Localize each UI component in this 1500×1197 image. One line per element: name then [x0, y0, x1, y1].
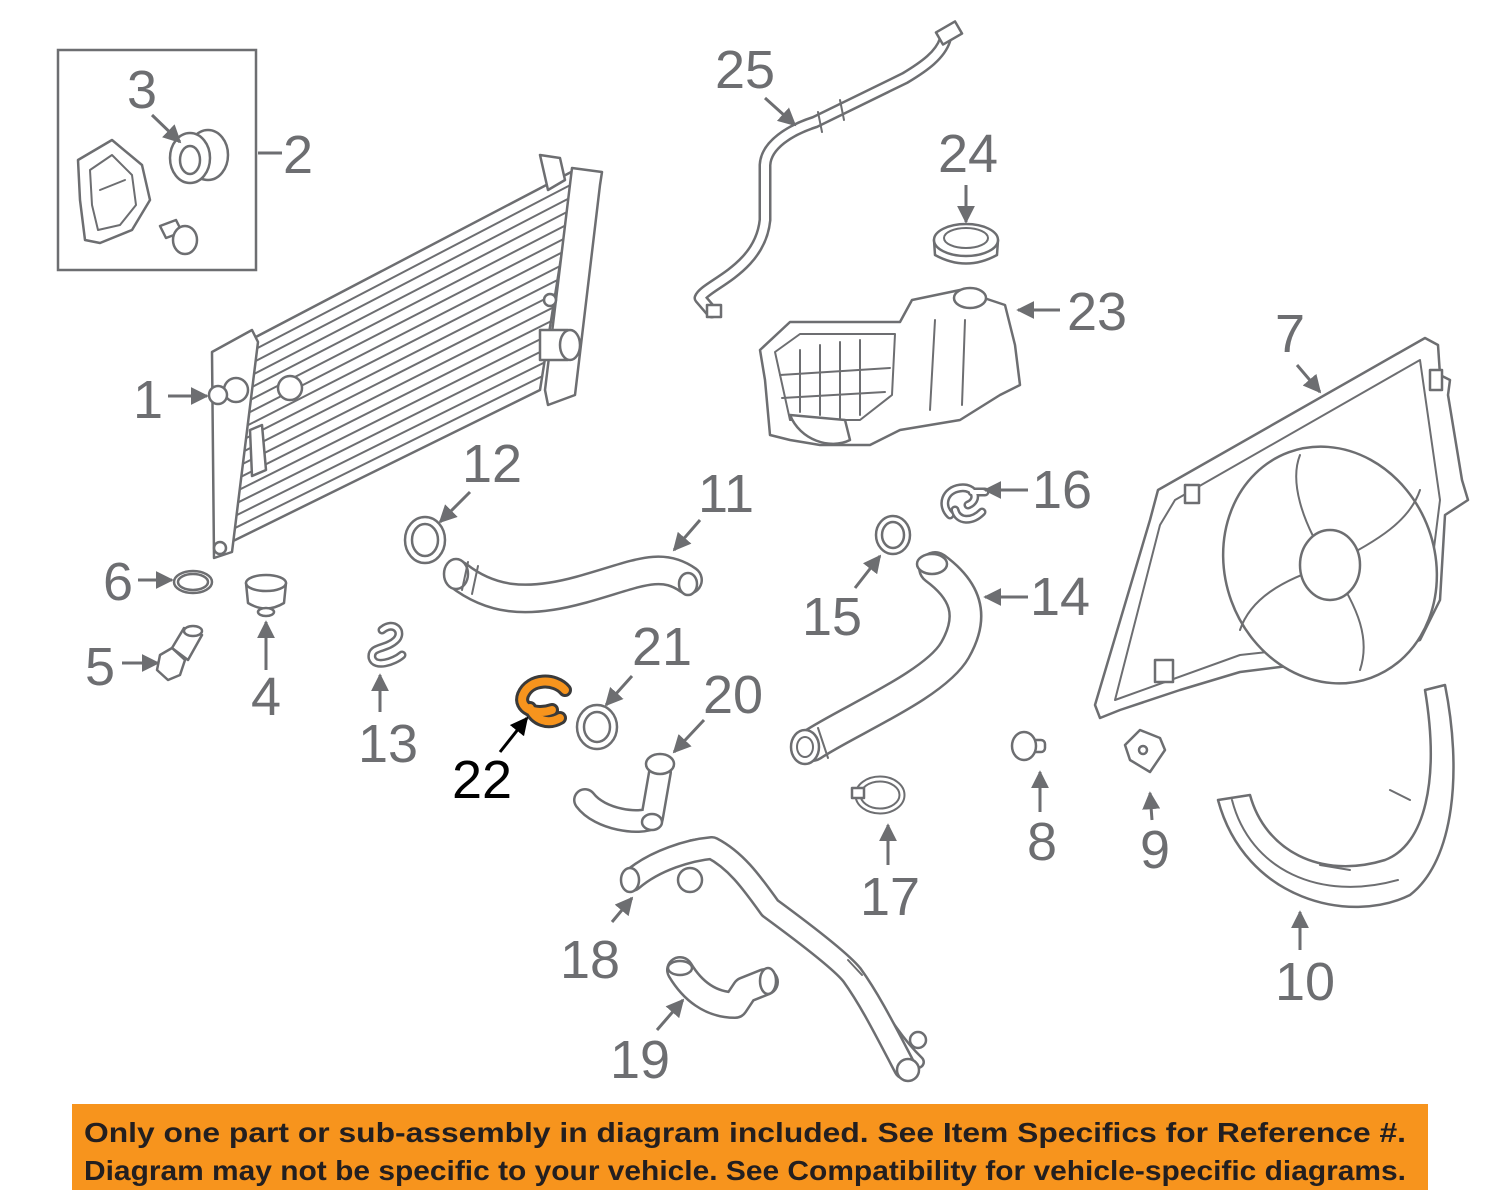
arrow-25 — [763, 96, 797, 127]
arrow-20 — [672, 718, 706, 754]
arrow-22 — [498, 716, 529, 753]
radiator-fin — [236, 279, 559, 444]
callout-8[interactable]: 8 — [1027, 812, 1057, 872]
banner-line-1: Only one part or sub-assembly in diagram… — [84, 1117, 1406, 1148]
tube-assembly-part-18[interactable] — [619, 836, 928, 1083]
callout-6[interactable]: 6 — [103, 552, 133, 612]
radiator-fin — [227, 361, 546, 521]
callout-20[interactable]: 20 — [703, 665, 763, 725]
drain-cap-part-4[interactable] — [244, 573, 288, 618]
callout-3[interactable]: 3 — [127, 60, 157, 120]
fan-shroud-part-7[interactable] — [1093, 336, 1470, 720]
radiator-fin — [231, 320, 552, 482]
radiator-part-1[interactable] — [207, 153, 604, 560]
clip-part-16[interactable] — [940, 483, 990, 524]
o-ring-part-6[interactable] — [172, 569, 214, 595]
callout-21[interactable]: 21 — [632, 617, 692, 677]
callout-2[interactable]: 2 — [283, 125, 313, 185]
arrow-3 — [150, 113, 182, 144]
callout-16[interactable]: 16 — [1032, 460, 1092, 520]
clip-part-13[interactable] — [367, 621, 407, 668]
radiator-fin — [225, 375, 544, 534]
callout-15[interactable]: 15 — [802, 587, 862, 647]
callout-25[interactable]: 25 — [715, 40, 775, 100]
hose-part-19[interactable] — [666, 956, 779, 1019]
callout-18[interactable]: 18 — [560, 930, 620, 990]
banner-background — [72, 1104, 1428, 1190]
screw-part-2 — [158, 218, 199, 256]
disclaimer-banner: Only one part or sub-assembly in diagram… — [72, 1104, 1428, 1190]
callout-7[interactable]: 7 — [1275, 304, 1305, 364]
o-ring-part-12[interactable] — [403, 515, 447, 565]
grommet-part-3 — [168, 128, 230, 185]
arrow-9 — [1142, 791, 1161, 821]
radiator-fin — [233, 306, 555, 470]
push-pin-part-8[interactable] — [1010, 730, 1047, 762]
callout-14[interactable]: 14 — [1030, 567, 1090, 627]
radiator-fin — [234, 292, 557, 457]
radiator-fin — [242, 224, 568, 393]
arrow-15 — [853, 554, 882, 589]
arrow-21 — [604, 674, 634, 707]
hose-part-11[interactable] — [442, 555, 703, 614]
radiator-fin — [230, 334, 550, 495]
inset-box-part-2[interactable] — [56, 48, 258, 272]
coolant-reservoir-part-23[interactable] — [758, 286, 1022, 447]
callout-4[interactable]: 4 — [251, 667, 281, 727]
arrow-18 — [610, 896, 634, 923]
callout-17[interactable]: 17 — [860, 867, 920, 927]
callout-24[interactable]: 24 — [938, 124, 998, 184]
banner-line-2: Diagram may not be specific to your vehi… — [84, 1155, 1406, 1186]
callout-13[interactable]: 13 — [358, 714, 418, 774]
clamp-part-17[interactable] — [850, 775, 906, 815]
bracket-part-2 — [76, 138, 152, 245]
radiator-fin — [244, 210, 570, 380]
callout-22[interactable]: 22 — [452, 750, 512, 810]
o-ring-part-15[interactable] — [874, 514, 912, 556]
lower-shroud-part-10[interactable] — [1216, 683, 1455, 909]
hose-part-14[interactable] — [789, 551, 983, 766]
callout-5[interactable]: 5 — [85, 637, 115, 697]
clip-part-9[interactable] — [1123, 728, 1167, 774]
callout-10[interactable]: 10 — [1275, 952, 1335, 1012]
callout-12[interactable]: 12 — [462, 434, 522, 494]
radiator-fin — [245, 196, 572, 367]
arrow-19 — [655, 998, 685, 1031]
radiator-fin — [228, 347, 548, 508]
radiator-fin — [238, 265, 561, 431]
arrow-12 — [438, 490, 472, 524]
callout-arrows — [122, 96, 1322, 1031]
reservoir-cap-part-24[interactable] — [932, 222, 1000, 265]
radiator-fins — [225, 182, 574, 534]
callout-9[interactable]: 9 — [1140, 820, 1170, 880]
clip-part-22[interactable] — [515, 674, 572, 729]
vent-tube-part-25[interactable] — [693, 20, 964, 319]
callout-11[interactable]: 11 — [698, 464, 754, 524]
arrow-11 — [672, 519, 702, 552]
callout-23[interactable]: 23 — [1067, 282, 1127, 342]
hose-part-20[interactable] — [573, 752, 676, 833]
callout-1[interactable]: 1 — [133, 370, 163, 430]
radiator-fin — [247, 182, 574, 354]
callout-numbers: 1 2 3 4 5 6 7 8 9 10 11 12 13 14 15 16 1… — [85, 40, 1335, 1090]
sensor-part-5[interactable] — [155, 624, 204, 682]
callout-19[interactable]: 19 — [610, 1030, 670, 1090]
arrow-7 — [1295, 364, 1322, 394]
o-ring-part-21[interactable] — [575, 703, 619, 751]
